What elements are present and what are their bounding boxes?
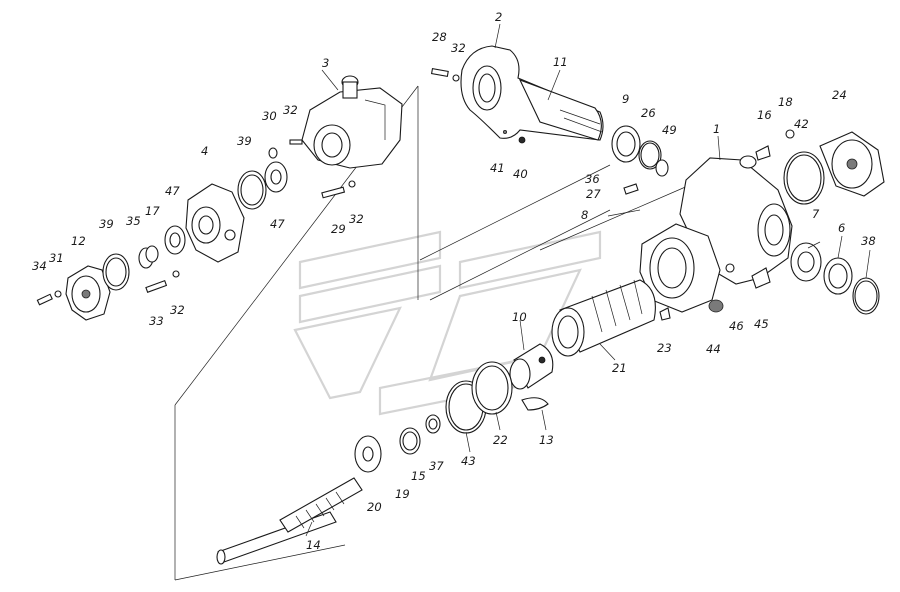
label-47-a: 47 — [165, 184, 180, 198]
label-34: 34 — [32, 259, 47, 273]
label-32-a: 32 — [451, 41, 466, 55]
label-6: 6 — [838, 221, 845, 235]
label-49: 49 — [662, 123, 677, 137]
label-22: 22 — [493, 433, 508, 447]
label-33: 33 — [149, 314, 164, 328]
label-36: 36 — [585, 172, 600, 186]
part-valve-body — [185, 183, 245, 263]
label-32-d: 32 — [170, 303, 185, 317]
label-18: 18 — [778, 95, 793, 109]
label-3: 3 — [322, 56, 329, 70]
label-12: 12 — [71, 234, 86, 248]
label-8: 8 — [581, 208, 588, 222]
label-11: 11 — [553, 55, 568, 69]
label-44: 44 — [706, 342, 721, 356]
label-39-a: 39 — [237, 134, 252, 148]
leader-lines — [305, 23, 871, 537]
label-1: 1 — [713, 122, 720, 136]
part-bolts-left — [36, 68, 460, 306]
label-32-b: 32 — [283, 103, 298, 117]
label-27: 27 — [586, 187, 601, 201]
label-15: 15 — [411, 469, 426, 483]
label-35: 35 — [126, 214, 141, 228]
label-42: 42 — [794, 117, 809, 131]
label-21: 21 — [612, 361, 627, 375]
label-40: 40 — [513, 167, 528, 181]
label-31: 31 — [49, 251, 64, 265]
part-right-rings-covers — [611, 125, 885, 321]
label-14: 14 — [306, 538, 321, 552]
label-16: 16 — [757, 108, 772, 122]
label-45: 45 — [754, 317, 769, 331]
part-seal-rings-left — [102, 147, 288, 291]
label-23: 23 — [657, 341, 672, 355]
part-seal-rings-middle — [354, 361, 549, 473]
label-37: 37 — [429, 459, 444, 473]
label-29: 29 — [331, 222, 346, 236]
part-shaft-housing — [460, 45, 604, 144]
label-47-b: 47 — [270, 217, 285, 231]
label-17: 17 — [145, 204, 160, 218]
label-19: 19 — [395, 487, 410, 501]
label-10: 10 — [512, 310, 527, 324]
label-7: 7 — [812, 207, 820, 221]
label-43: 43 — [461, 454, 476, 468]
label-38: 38 — [861, 234, 876, 248]
part-main-housing — [639, 155, 793, 313]
part-ball-nut — [509, 343, 554, 390]
label-41: 41 — [490, 161, 505, 175]
label-2: 2 — [495, 10, 502, 24]
label-46: 46 — [729, 319, 744, 333]
label-30: 30 — [262, 109, 277, 123]
label-9: 9 — [622, 92, 629, 106]
part-worm-screw — [216, 477, 363, 565]
label-20: 20 — [367, 500, 382, 514]
label-28: 28 — [432, 30, 447, 44]
label-4: 4 — [201, 144, 208, 158]
callout-labels: 1 2 3 4 6 7 8 9 10 11 12 13 14 15 16 17 … — [32, 10, 876, 552]
label-26: 26 — [641, 106, 656, 120]
label-24: 24 — [832, 88, 847, 102]
label-13: 13 — [539, 433, 554, 447]
part-end-cover — [65, 265, 111, 321]
label-39-b: 39 — [99, 217, 114, 231]
part-piston-rack — [551, 279, 656, 357]
part-valve-housing-top — [301, 75, 403, 169]
label-32-c: 32 — [349, 212, 364, 226]
